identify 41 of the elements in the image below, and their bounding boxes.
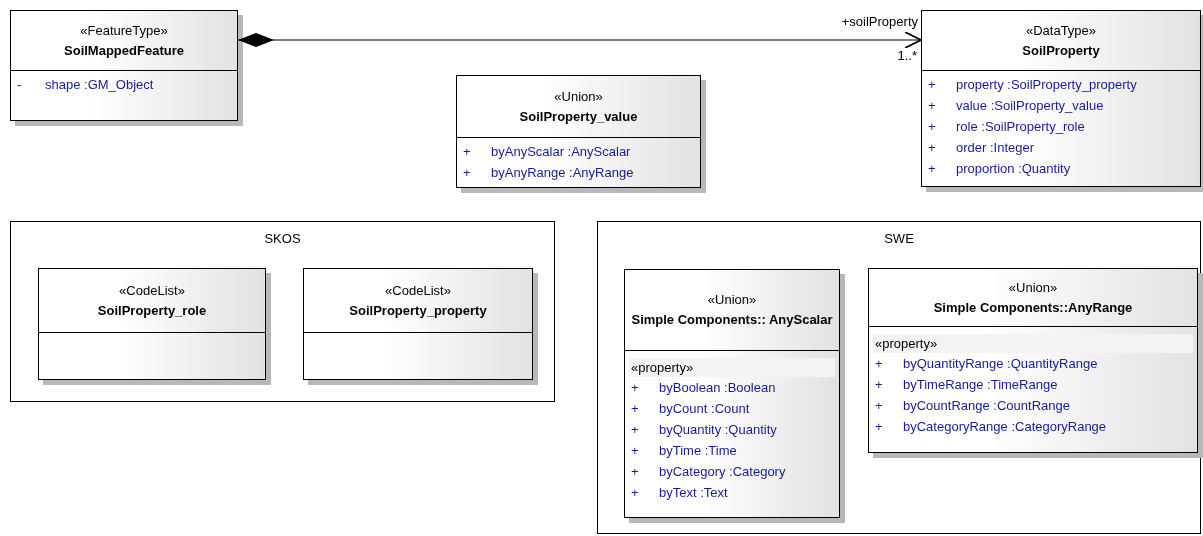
attribute-row-text: + proportion :Quantity (927, 160, 1072, 178)
class-name: SoilProperty_role (96, 301, 208, 320)
attribute-row-text: + byQuantity :Quantity (630, 421, 778, 439)
class-name: Simple Components::AnyRange (932, 298, 1134, 317)
class-name: SoilProperty_value (518, 107, 639, 126)
attribute-row-text: + role :SoilProperty_role (927, 118, 1086, 136)
stereotype-label: «Union» (553, 87, 604, 106)
attribute-row-text: + byText :Text (630, 484, 729, 502)
class-name: SoilProperty_property (348, 301, 488, 320)
attribute-row-text: + byCategoryRange :CategoryRange (874, 418, 1108, 436)
attribute-row-text: + order :Integer (927, 139, 1036, 157)
attribute-row-text: + byTime :Time (630, 442, 738, 460)
stereotype-label: «CodeList» (118, 281, 186, 300)
compartment-label: «property» (873, 334, 1193, 353)
attribute-row-text: + byTimeRange :TimeRange (874, 376, 1059, 394)
attribute-row-text: + byCountRange :CountRange (874, 397, 1071, 415)
stereotype-label: «DataType» (1024, 21, 1098, 40)
class-name: SoilMappedFeature (63, 41, 185, 60)
role-label: +soilProperty (841, 14, 918, 29)
class-name: Simple Components:: AnyScalar (631, 311, 833, 329)
stereotype-label: «Union» (706, 291, 758, 309)
multiplicity-label: 1..* (897, 48, 917, 63)
association-line (237, 31, 922, 49)
package-name: SKOS (263, 230, 302, 248)
compartment-label: «property» (629, 358, 835, 377)
attribute-row-text: + byCategory :Category (630, 463, 787, 481)
package-frame (597, 221, 1201, 534)
attribute-row-text: + value :SoilProperty_value (927, 97, 1105, 115)
stereotype-label: «FeatureType» (79, 21, 169, 40)
attribute-row-text: + property :SoilProperty_property (927, 76, 1138, 94)
attribute-row-text: - shape :GM_Object (16, 76, 155, 94)
attribute-row-text: + byCount :Count (630, 400, 751, 418)
package-name: SWE (883, 230, 915, 248)
package-frame (10, 221, 555, 402)
attribute-row-text: + byAnyRange :AnyRange (462, 164, 635, 182)
attribute-row-text: + byAnyScalar :AnyScalar (462, 143, 632, 161)
class-name: SoilProperty (1021, 41, 1101, 60)
stereotype-label: «CodeList» (384, 281, 452, 300)
attribute-row-text: + byBoolean :Boolean (630, 379, 777, 397)
attribute-row-text: + byQuantityRange :QuantityRange (874, 355, 1099, 373)
stereotype-label: «Union» (1007, 278, 1059, 297)
